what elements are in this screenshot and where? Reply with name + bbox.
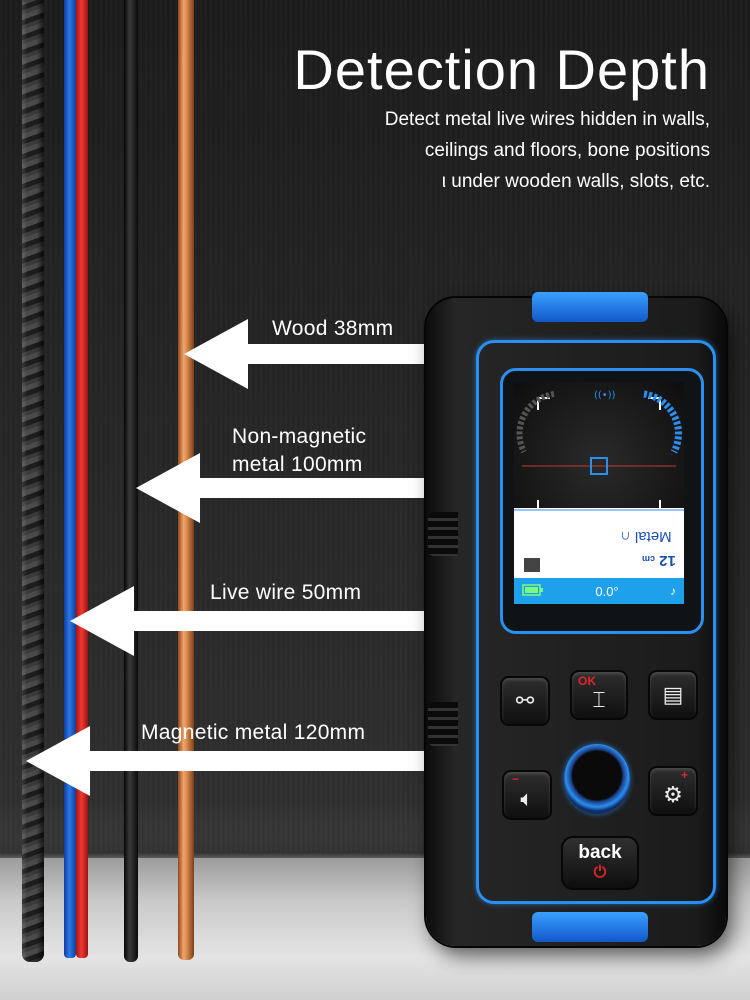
subtitle-line: ceilings and floors, bone positions xyxy=(424,140,710,161)
angle-readout: 0.0° xyxy=(595,583,619,599)
rebar xyxy=(22,0,44,962)
arrow-head xyxy=(70,586,134,656)
arrow-shaft xyxy=(198,478,426,498)
ac-wire-mode-button[interactable]: ⚯ xyxy=(500,676,550,726)
arrow-label-live-wire: Live wire 50mm xyxy=(210,581,362,604)
plus-mark: + xyxy=(680,768,688,782)
subtitle-line: ι under wooden walls, slots, etc. xyxy=(441,171,710,192)
screen-status-bar: 0.0° ♪ xyxy=(514,578,684,604)
mode-label: Metal ∩ xyxy=(620,528,672,545)
arrow-head xyxy=(136,453,200,523)
blue-cable xyxy=(64,0,76,958)
wood-mode-button[interactable]: ▤ xyxy=(648,670,698,720)
gear-icon: ⚙ xyxy=(663,782,683,807)
red-cable xyxy=(76,0,88,958)
subtitle: Detect metal live wires hidden in walls,… xyxy=(293,104,710,197)
side-grip xyxy=(428,702,458,746)
page-title: Detection Depth xyxy=(293,38,710,101)
power-icon: ⏻ xyxy=(593,864,607,881)
settings-plus-button[interactable]: + ⚙ xyxy=(648,766,698,816)
detection-sensor-ring xyxy=(564,744,630,814)
back-label: back xyxy=(578,842,622,863)
ok-button[interactable]: OK ⌶ xyxy=(570,670,628,720)
arrow-label-wood: Wood 38mm xyxy=(272,317,394,340)
scan-reticle: ((•)) xyxy=(516,390,682,513)
black-cable xyxy=(124,0,138,962)
wood-grain-icon: ▤ xyxy=(662,682,684,707)
arrow-head xyxy=(26,726,90,796)
arrow-live-wire xyxy=(70,586,432,656)
subtitle-line: Detect metal live wires hidden in walls, xyxy=(384,109,710,130)
arrow-magnetic-metal xyxy=(26,726,432,796)
arrow-label-non-magnetic-line1: Non-magnetic xyxy=(232,425,367,448)
volume-minus-button[interactable]: − 🔈︎ xyxy=(502,770,552,820)
ac-wire-icon: ⚯ xyxy=(515,688,535,713)
arrow-label-non-magnetic-line2: metal 100mm xyxy=(232,453,363,476)
arrow-wood xyxy=(184,319,430,389)
depth-unit: cm xyxy=(642,554,656,564)
battery-icon xyxy=(522,583,544,599)
metal-mode-icon: ⌶ xyxy=(592,687,606,712)
top-cap xyxy=(532,292,648,322)
screen-divider xyxy=(514,509,684,572)
screen-info-area xyxy=(514,508,684,578)
back-power-button[interactable]: back ⏻ xyxy=(561,836,639,890)
arrow-label-magnetic-metal: Magnetic metal 120mm xyxy=(141,721,366,744)
minus-mark: − xyxy=(512,772,520,786)
arrow-head xyxy=(184,319,248,389)
mode-text: Metal xyxy=(635,528,672,545)
arrow-shaft xyxy=(132,611,432,631)
svg-text:((•)): ((•)) xyxy=(594,390,616,401)
floor-edge xyxy=(0,852,750,860)
speaker-icon: 🔈︎ xyxy=(520,786,534,811)
ok-mark: OK xyxy=(578,674,596,688)
side-grip xyxy=(428,512,458,556)
sound-icon: ♪ xyxy=(670,584,676,598)
bottom-cap xyxy=(532,912,648,942)
heading-block: Detection Depth Detect metal live wires … xyxy=(293,38,710,197)
device-blue-outline xyxy=(476,340,716,904)
depth-readout: 12 cm xyxy=(642,552,676,569)
metal-beam-icon xyxy=(524,558,540,572)
arrow-shaft xyxy=(246,344,430,364)
arrow-non-magnetic-metal xyxy=(136,453,426,523)
depth-value: 12 xyxy=(659,552,676,569)
arrow-shaft xyxy=(88,751,432,771)
device-screen: ((•)) Metal ∩ 12 cm 0.0° ♪ xyxy=(514,382,684,604)
